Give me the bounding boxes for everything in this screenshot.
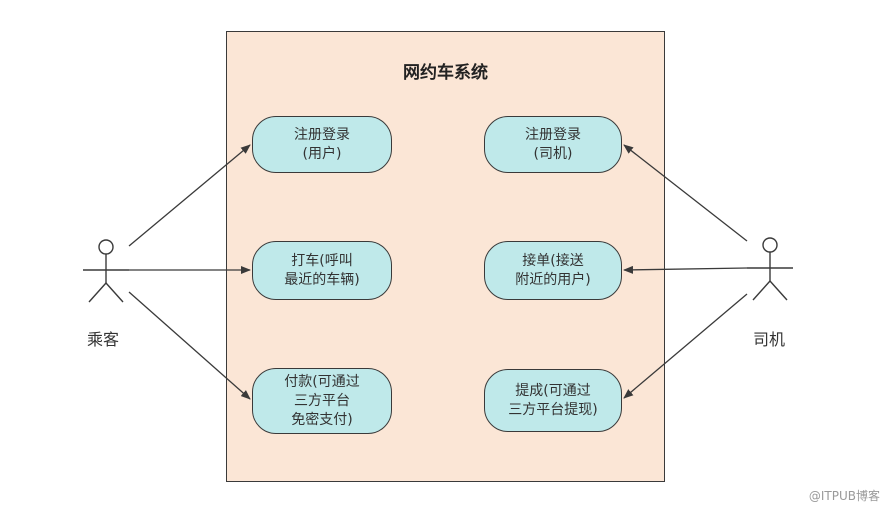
usecase-call-car-line2: 最近的车辆): [284, 271, 360, 288]
usecase-withdraw-line1: 提成(可通过: [515, 382, 591, 399]
usecase-driver-register-line2: (司机): [533, 145, 573, 162]
usecase-payment-line3: 免密支付): [291, 411, 353, 428]
usecase-passenger-register[interactable]: 注册登录 (用户): [252, 116, 392, 173]
usecase-call-car-line1: 打车(呼叫: [291, 252, 353, 269]
watermark: @ITPUB博客: [808, 489, 880, 503]
arrow-driver-register: [623, 144, 748, 242]
usecase-accept-order[interactable]: 接单(接送 附近的用户): [484, 241, 622, 300]
arrow-driver-accept-order: [623, 265, 748, 274]
usecase-withdraw-line2: 三方平台提现): [508, 401, 598, 418]
arrow-passenger-payment: [128, 291, 251, 400]
usecase-withdraw[interactable]: 提成(可通过 三方平台提现): [484, 369, 622, 432]
usecase-passenger-register-line1: 注册登录: [294, 126, 350, 143]
arrow-driver-withdraw: [623, 293, 748, 399]
system-title: 网约车系统: [403, 63, 488, 83]
driver-label: 司机: [753, 330, 786, 349]
passenger-actor-icon[interactable]: [83, 239, 129, 303]
usecase-accept-order-line1: 接单(接送: [522, 252, 584, 269]
usecase-payment-line1: 付款(可通过: [284, 373, 360, 390]
passenger-label: 乘客: [87, 330, 120, 349]
usecase-driver-register-line1: 注册登录: [525, 126, 581, 143]
driver-actor-icon[interactable]: [747, 237, 793, 301]
usecase-accept-order-line2: 附近的用户): [515, 271, 591, 288]
usecase-payment[interactable]: 付款(可通过 三方平台 免密支付): [252, 368, 392, 434]
usecase-passenger-register-line2: (用户): [302, 145, 342, 162]
usecase-call-car[interactable]: 打车(呼叫 最近的车辆): [252, 241, 392, 300]
usecase-driver-register[interactable]: 注册登录 (司机): [484, 116, 622, 173]
arrow-passenger-register: [128, 144, 251, 247]
usecase-payment-line2: 三方平台: [294, 392, 350, 409]
